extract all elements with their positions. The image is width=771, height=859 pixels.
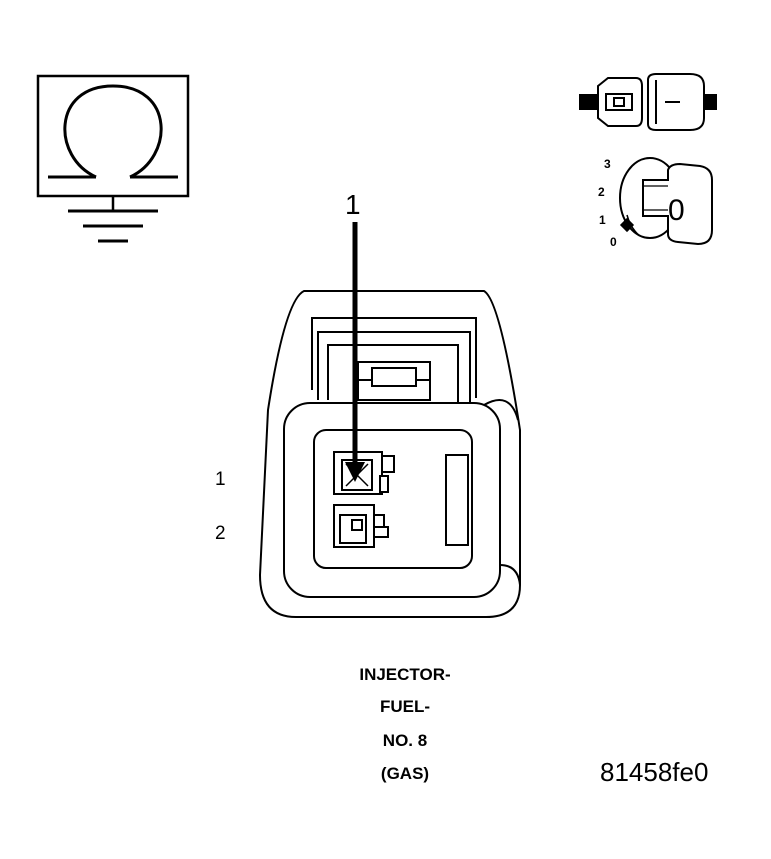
figure-id: 81458fe0 (600, 757, 709, 787)
ignition-key-label: 0 (668, 194, 685, 227)
caption-line-2: FUEL- (379, 697, 431, 716)
pin-label-2: 2 (215, 523, 226, 544)
ignition-position-1: 1 (599, 213, 606, 227)
caption-line-1: INJECTOR- (359, 665, 451, 684)
callout-number: 1 (345, 189, 361, 220)
ohm-ground-icon (36, 74, 190, 243)
callout-arrow (345, 222, 365, 482)
terminal-cavity-2 (333, 504, 389, 548)
ignition-position-0: 0 (610, 235, 617, 249)
ignition-key-icon (619, 157, 713, 246)
connector-body (258, 290, 521, 618)
ignition-position-2: 2 (598, 185, 605, 199)
caption-line-4: (GAS) (380, 764, 430, 783)
caption-line-3: NO. 8 (382, 731, 428, 750)
ignition-position-3: 3 (604, 157, 611, 171)
connector-latch (357, 361, 431, 401)
terminal-cavity-1 (333, 451, 395, 495)
pin-label-1: 1 (215, 469, 226, 490)
disconnected-connector-icon (579, 73, 717, 131)
